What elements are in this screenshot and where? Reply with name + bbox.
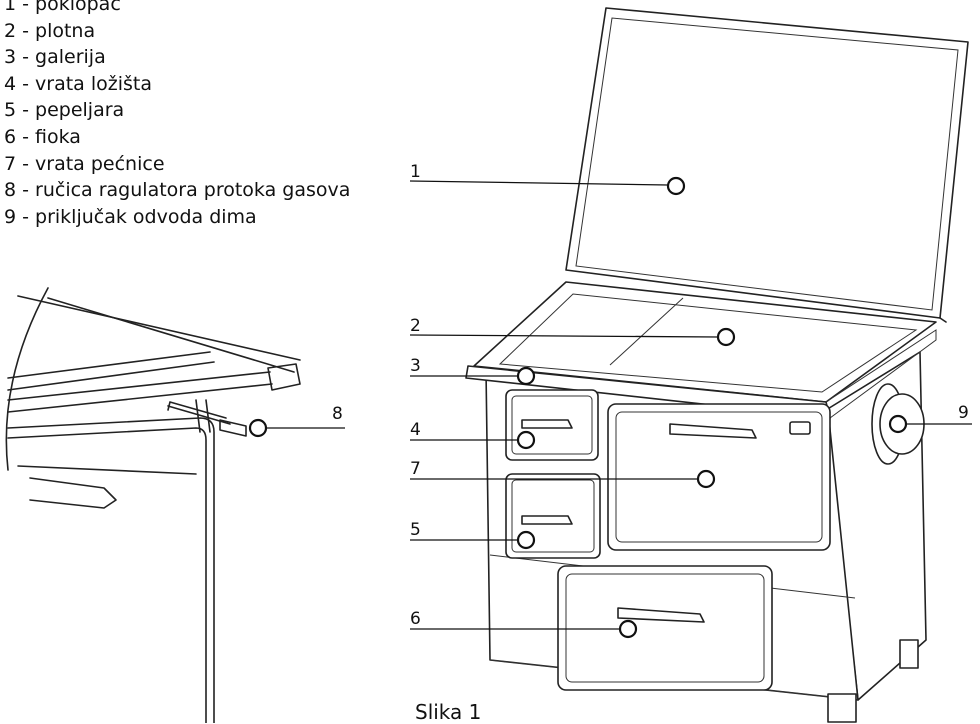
callout-marker-6 — [618, 619, 638, 639]
parts-legend: 1 - poklopac 2 - plotna 3 - galerija 4 -… — [4, 0, 350, 230]
callout-marker-2 — [716, 327, 736, 347]
lid — [565, 7, 969, 319]
callout-marker-3 — [516, 366, 536, 386]
legend-item-ash-pan: 5 - pepeljara — [4, 99, 125, 122]
stove-foot — [899, 639, 919, 669]
legend-item-draft-regulator-handle: 8 - ručica ragulatora protoka gasova — [4, 179, 351, 202]
callout-marker-1 — [666, 176, 686, 196]
callout-marker-9 — [888, 414, 908, 434]
callout-label-5: 5 — [410, 520, 421, 540]
legend-item-firebox-door: 4 - vrata ložišta — [4, 72, 153, 95]
callouts: 1 2 3 4 7 5 6 8 9 — [248, 162, 972, 639]
firebox-door — [505, 389, 599, 461]
callout-marker-4 — [516, 430, 536, 450]
callout-label-7: 7 — [410, 459, 421, 479]
legend-item-rail: 3 - galerija — [4, 46, 106, 69]
legend-item-drawer: 6 - fioka — [4, 125, 81, 148]
callout-label-9: 9 — [958, 403, 969, 423]
callout-marker-5 — [516, 530, 536, 550]
callout-marker-8 — [248, 418, 268, 438]
legend-item-lid: 1 - poklopac — [4, 0, 121, 15]
stove — [465, 7, 969, 723]
figure-caption: Slika 1 — [415, 700, 482, 724]
stove-foot — [827, 693, 857, 723]
callout-label-3: 3 — [410, 356, 421, 376]
callout-marker-7 — [696, 469, 716, 489]
legend-item-flue-connector: 9 - priključak odvoda dima — [4, 205, 257, 228]
callout-label-1: 1 — [410, 162, 421, 182]
legend-item-cooktop: 2 - plotna — [4, 19, 96, 42]
callout-label-8: 8 — [332, 404, 343, 424]
detail-view — [5, 287, 301, 723]
callout-label-2: 2 — [410, 316, 421, 336]
callout-label-4: 4 — [410, 420, 421, 440]
legend-item-oven-door: 7 - vrata pećnice — [4, 152, 165, 175]
callout-label-6: 6 — [410, 609, 421, 629]
oven-door — [607, 403, 831, 551]
drawer — [557, 565, 773, 691]
